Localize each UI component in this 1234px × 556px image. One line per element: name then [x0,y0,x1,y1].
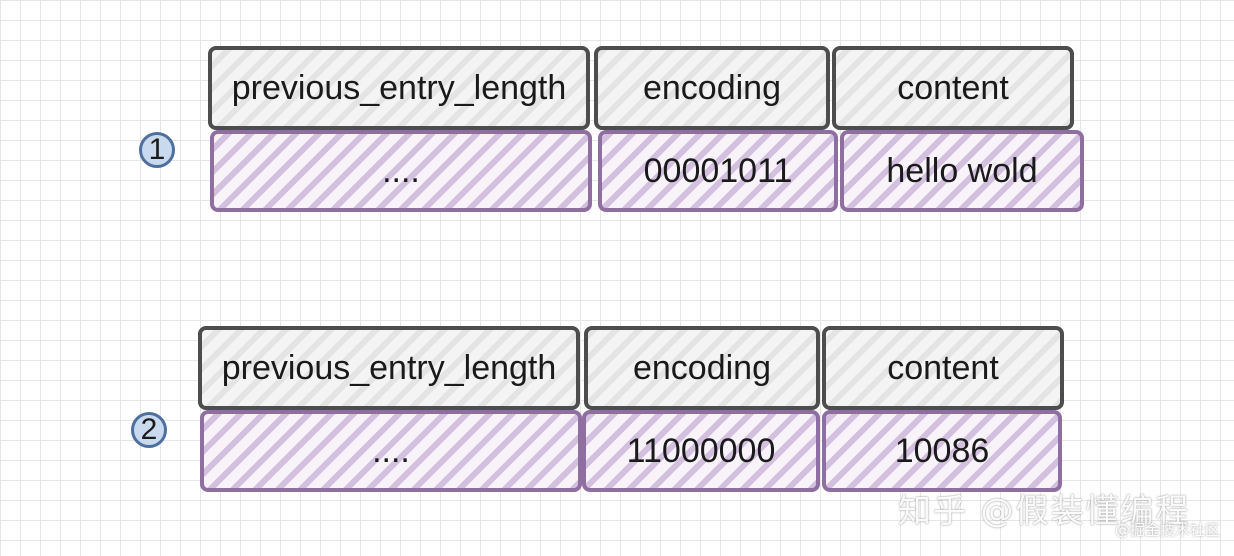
row-2-header-content-label: content [887,348,999,387]
row-1-marker-label: 1 [148,133,166,166]
row-1-value-content: hello wold [840,130,1084,212]
row-2-header-content: content [822,326,1064,410]
row-2-value-content-label: 10086 [894,431,990,470]
watermark-juejin: @掘金技术社区 [1114,521,1220,539]
watermark-zhihu: 知乎 @假装懂编程 [898,491,1191,530]
row-1-header-content-label: content [897,68,1009,107]
row-1-header-previous-entry-length: previous_entry_length [208,46,590,130]
row-1-header-content: content [832,46,1074,130]
row-2-value-previous-entry-length-label: .... [372,431,410,470]
row-1-header-previous-entry-length-label: previous_entry_length [231,68,567,107]
row-1-value-encoding: 00001011 [598,130,838,212]
row-2-header-previous-entry-length-label: previous_entry_length [221,348,557,387]
row-1-value-content-label: hello wold [886,151,1038,190]
row-2-header-previous-entry-length: previous_entry_length [198,326,580,410]
row-2-header-encoding: encoding [584,326,820,410]
row-1-header-encoding-label: encoding [642,68,781,107]
row-2-marker-label: 2 [140,413,158,446]
row-2-value-encoding: 11000000 [582,410,820,492]
row-1-marker: 1 [139,132,175,168]
row-2-marker: 2 [131,412,167,448]
row-1-value-encoding-label: 00001011 [643,151,793,190]
row-1-value-previous-entry-length: .... [210,130,592,212]
row-1-header-encoding: encoding [594,46,830,130]
row-2-header-encoding-label: encoding [632,348,771,387]
row-2-value-previous-entry-length: .... [200,410,582,492]
row-2-value-encoding-label: 11000000 [626,431,776,470]
row-2-value-content: 10086 [822,410,1062,492]
row-1-value-previous-entry-length-label: .... [382,151,420,190]
